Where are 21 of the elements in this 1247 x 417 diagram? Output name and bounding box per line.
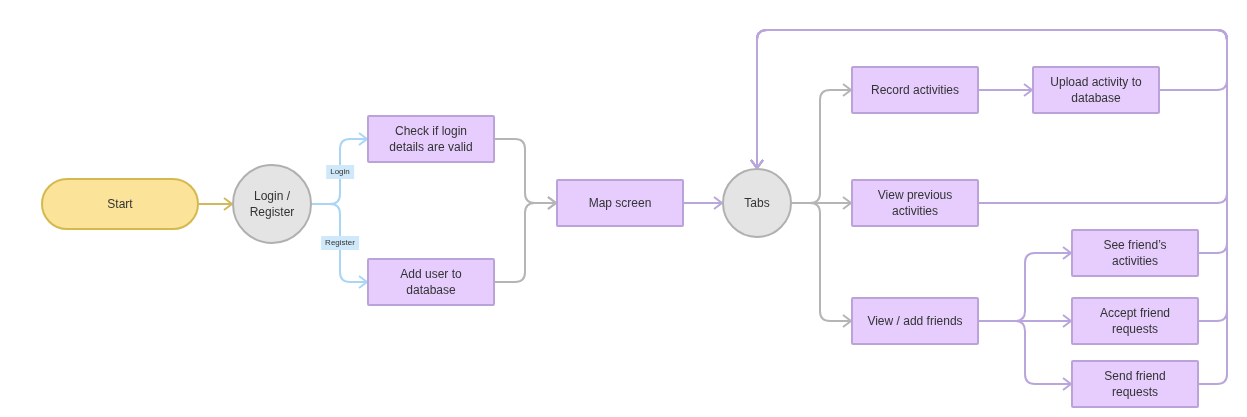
process-box: See friend’s activities	[1071, 229, 1199, 277]
process-box: Check if login details are valid	[367, 115, 495, 163]
edge-label: Login	[326, 165, 354, 179]
start-terminal: Start	[41, 178, 199, 230]
arrow	[978, 320, 1072, 391]
process-box: Accept friend requests	[1071, 297, 1199, 345]
arrow	[311, 203, 368, 289]
arrow	[791, 202, 852, 328]
process-box: View previous activities	[851, 179, 979, 227]
arrow	[978, 83, 1033, 97]
arrow	[750, 29, 1228, 385]
process-box: Record activities	[851, 66, 979, 114]
process-box: Upload activity to database	[1032, 66, 1160, 114]
process-box: View / add friends	[851, 297, 979, 345]
arrow	[198, 197, 233, 211]
arrow	[683, 196, 723, 210]
process-box: Add user to database	[367, 258, 495, 306]
process-box: Map screen	[556, 179, 684, 227]
edge-label: Register	[321, 236, 359, 250]
process-box: Send friend requests	[1071, 360, 1199, 408]
arrow	[494, 196, 557, 283]
